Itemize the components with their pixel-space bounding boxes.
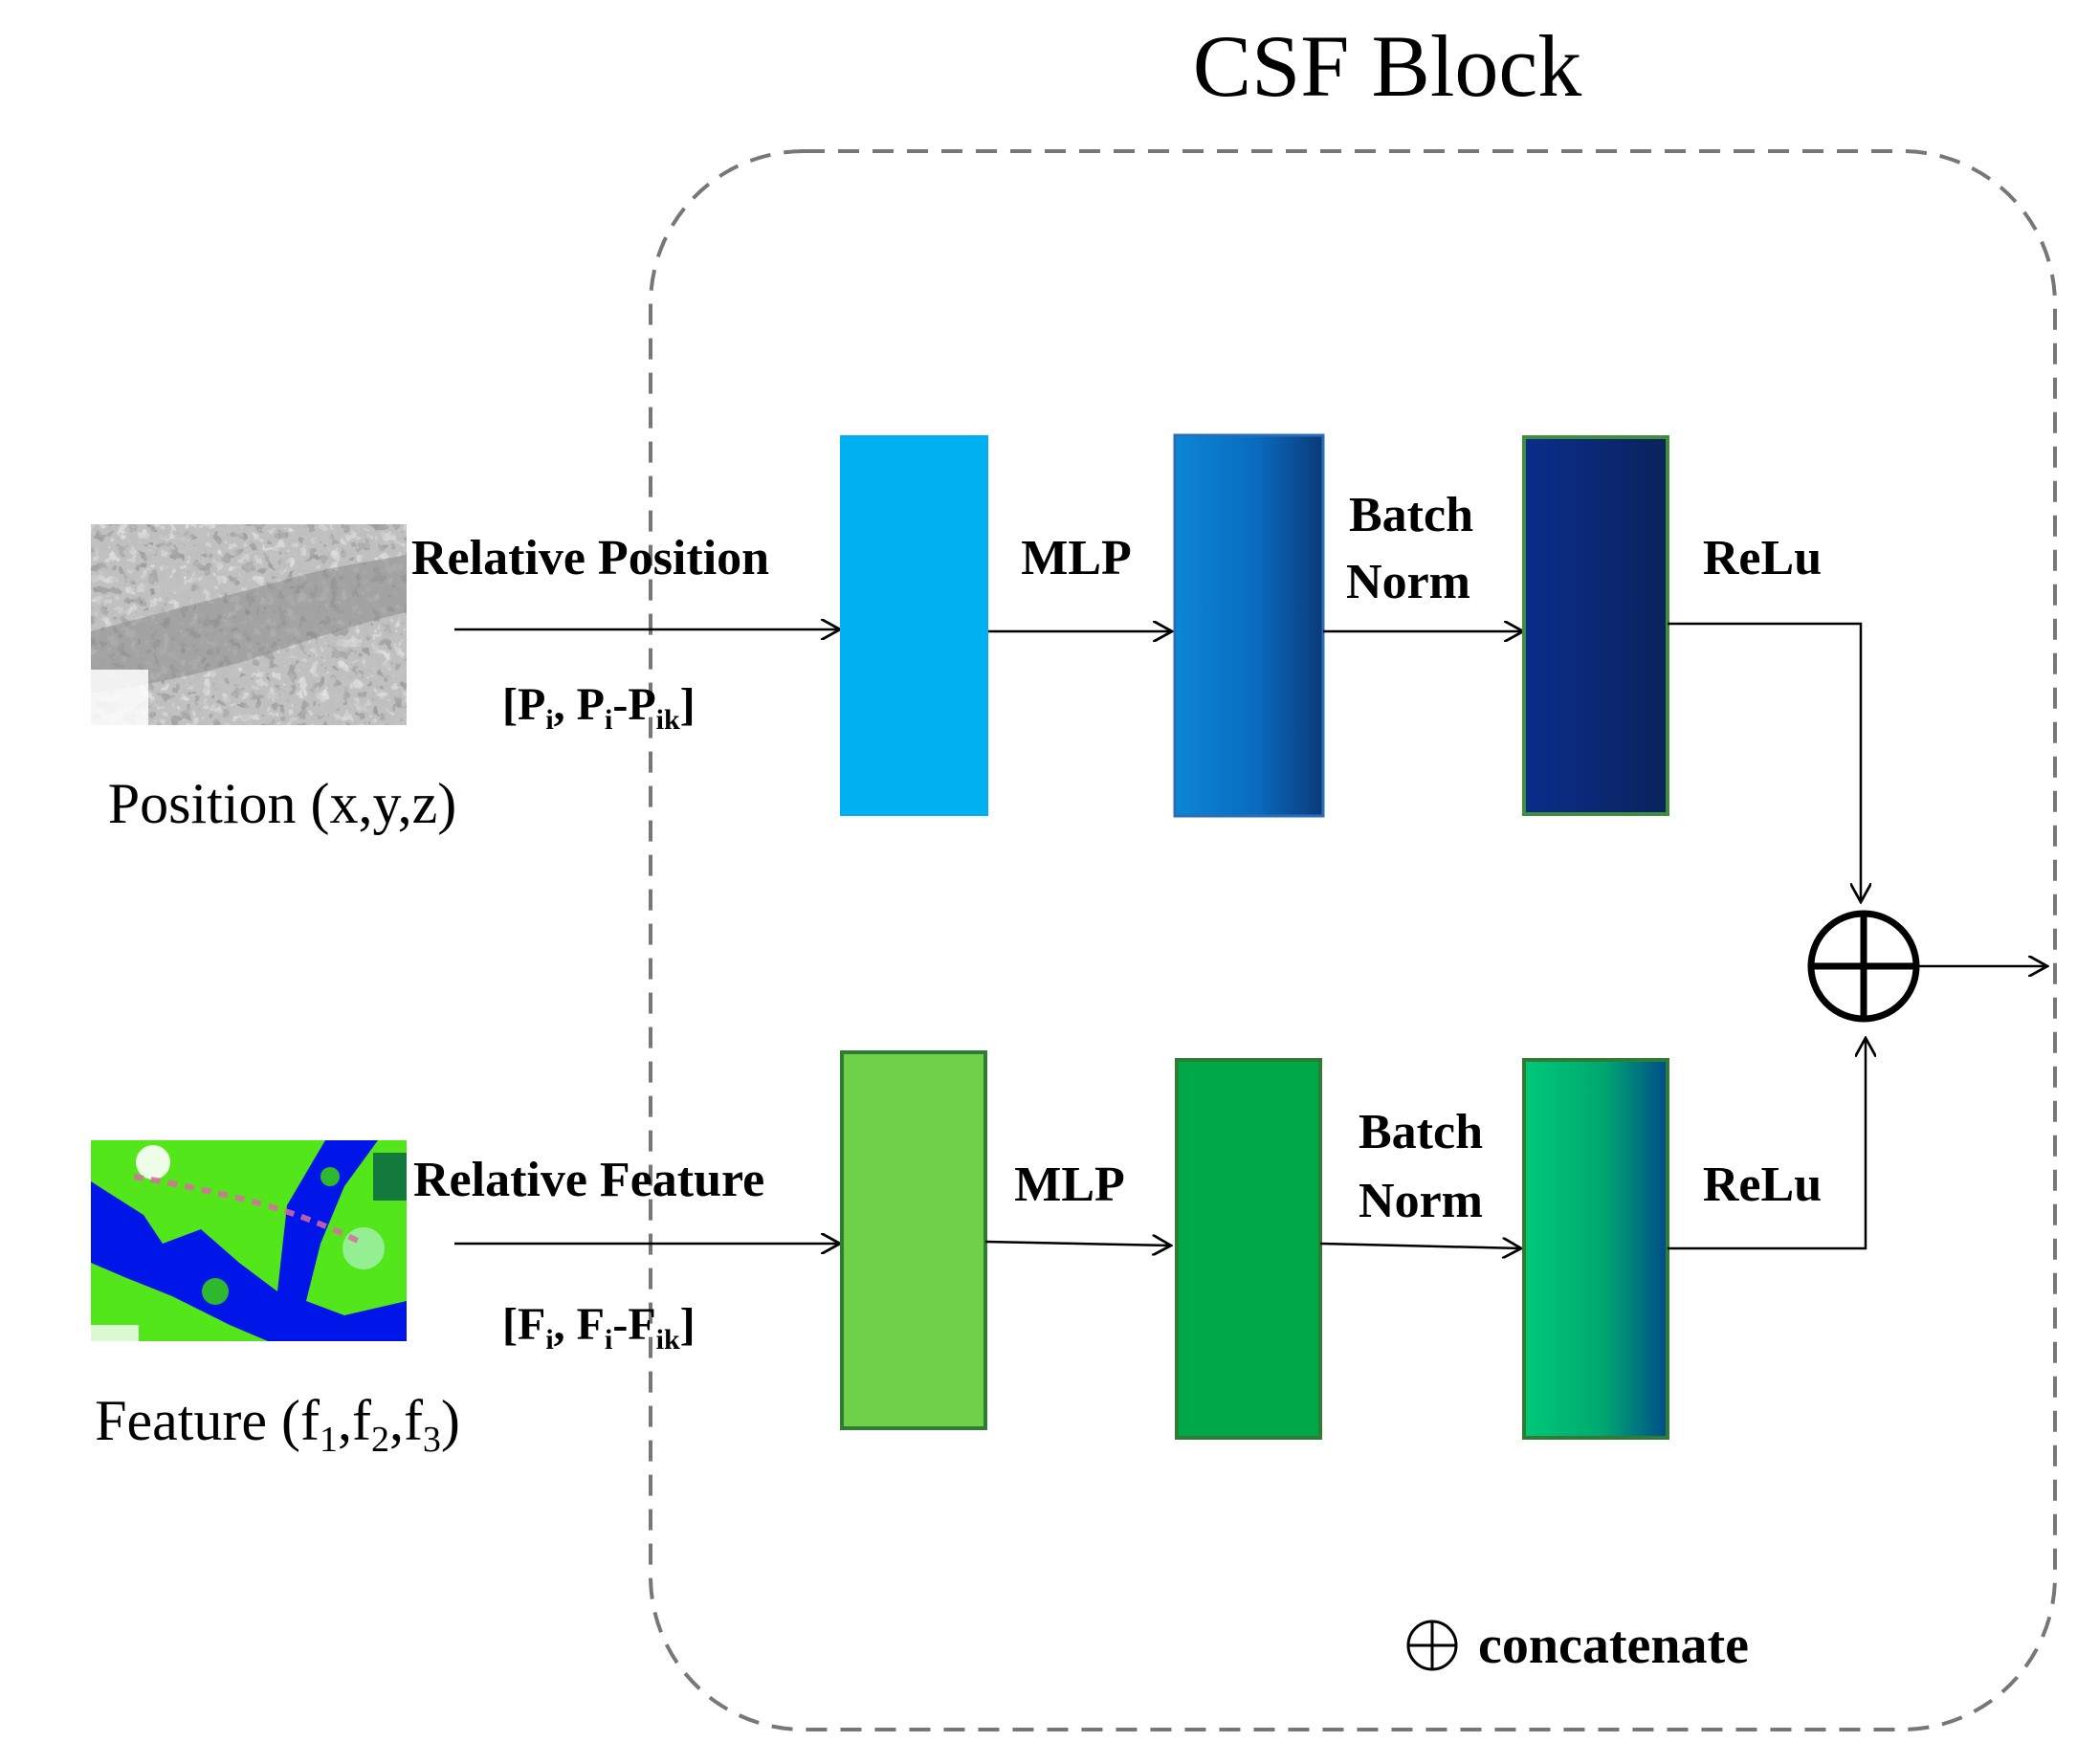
position-input-image	[91, 524, 407, 725]
feature-relu-connector	[1668, 1038, 1866, 1250]
position-bn-label-1: Batch	[1349, 488, 1473, 542]
legend: concatenate	[1406, 1616, 1749, 1675]
position-block-1	[840, 435, 988, 816]
relative-position-label: Relative Position	[411, 531, 769, 585]
csf-block-container	[649, 149, 2057, 1731]
concatenate-operator-icon	[1807, 910, 1920, 1023]
position-block-2	[1173, 433, 1325, 818]
position-caption: Position (x,y,z)	[108, 772, 456, 835]
feature-mlp-label: MLP	[1014, 1158, 1125, 1212]
feature-block-3	[1522, 1058, 1669, 1440]
feature-formula: [Fi, Fi-Fik]	[502, 1299, 696, 1356]
feature-bn-arrow	[1319, 1244, 1521, 1248]
feature-mlp-arrow	[984, 1242, 1171, 1246]
feature-caption: Feature (f1,f2,f3)	[95, 1389, 460, 1460]
position-relu-connector	[1668, 622, 1861, 902]
relative-feature-label: Relative Feature	[413, 1153, 764, 1207]
feature-block-1	[840, 1050, 987, 1430]
position-relu-label: ReLu	[1703, 531, 1822, 585]
legend-label: concatenate	[1478, 1616, 1749, 1675]
legend-concatenate-icon	[1406, 1620, 1458, 1671]
position-mlp-label: MLP	[1021, 531, 1132, 585]
diagram-title: CSF Block	[1193, 17, 1581, 115]
position-bn-label-2: Norm	[1346, 555, 1470, 609]
position-block-3	[1522, 435, 1669, 816]
feature-relu-label: ReLu	[1703, 1158, 1822, 1212]
feature-block-2	[1175, 1058, 1322, 1440]
feature-bn-label-1: Batch	[1359, 1105, 1483, 1159]
feature-bn-label-2: Norm	[1359, 1174, 1483, 1228]
position-formula: [Pi, Pi-Pik]	[502, 679, 696, 736]
feature-input-image	[91, 1140, 407, 1341]
